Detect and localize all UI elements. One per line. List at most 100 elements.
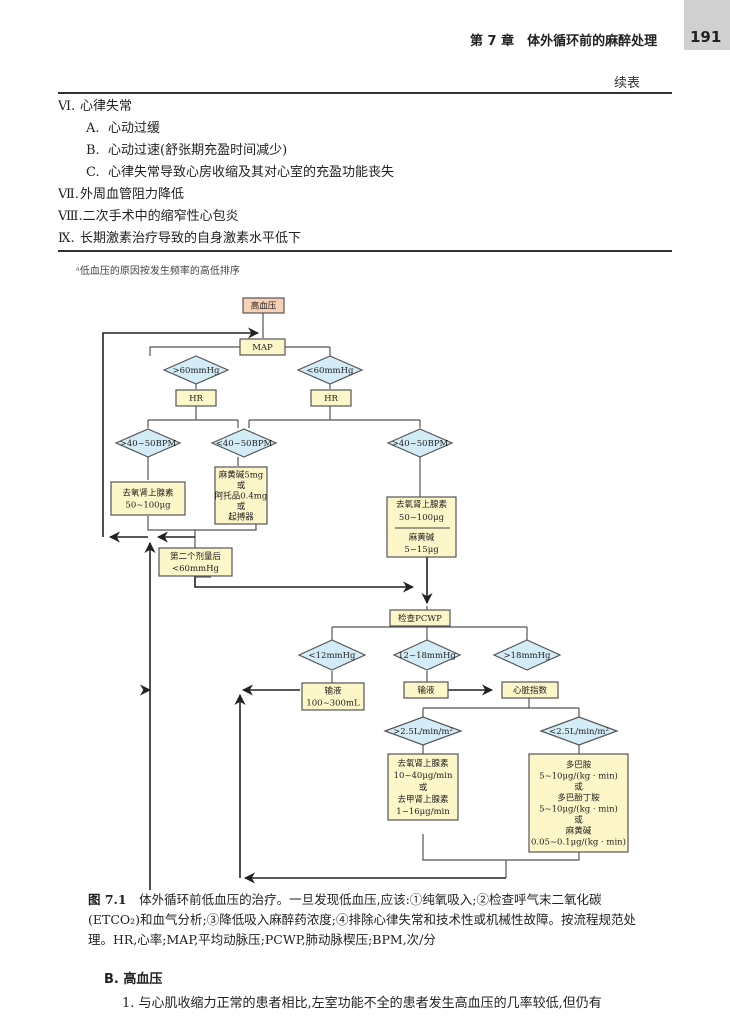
hr-box-right: HR: [310, 389, 352, 407]
fluid-box-low: 输液 100~300mL: [301, 682, 365, 711]
node-label: <60mmHg: [307, 366, 354, 376]
hr-box-left: HR: [175, 389, 217, 407]
node-label: 阿托品0.4mg: [215, 491, 268, 502]
figure-caption: 图 7.1 体外循环前低血压的治疗。一旦发现低血压,应该:①纯氧吸入;②检查呼气…: [88, 890, 648, 950]
node-label: <2.5L/min/m²: [549, 727, 609, 737]
node-label: >40~50BPM: [392, 439, 449, 449]
diamond-ci-low: <2.5L/min/m²: [539, 716, 619, 746]
diamond-ci-high: >2.5L/min/m²: [383, 716, 463, 746]
node-label: 去氧肾上腺素: [122, 488, 174, 499]
loop-back-arrow-to-map: [102, 327, 260, 537]
page-number-tab: [684, 0, 730, 50]
node-label: 或: [574, 815, 583, 826]
check-pcwp-box: 检查PCWP: [389, 609, 451, 627]
node-label: >60mmHg: [173, 366, 220, 376]
node-label: 50~100μg: [399, 513, 445, 523]
list-item: Ⅶ.外周血管阻力降低: [58, 184, 672, 206]
list-item-text: 外周血管阻力降低: [80, 187, 185, 202]
node-label: HR: [189, 394, 203, 404]
table-continued-label: 续表: [614, 76, 641, 91]
node-label: 1~16μg/min: [396, 807, 450, 817]
hypotension-cause-list: Ⅵ.心律失常 A. 心动过缓 B.心动过速(舒张期充盈时间减少) C. 心律失常导致心房收…: [58, 96, 672, 250]
page-number: 191: [690, 28, 722, 46]
node-label: 第二个剂量后: [170, 551, 222, 562]
node-label: 或: [237, 480, 246, 491]
node-label: 5~10μg/(kg · min): [539, 771, 618, 782]
node-label: >18mmHg: [504, 651, 551, 661]
diamond-pcwp-low: <12mmHg: [297, 639, 367, 671]
body-paragraph: 1. 与心肌收缩力正常的患者相比,左室功能不全的患者发生高血压的几率较低,但仍有: [122, 996, 602, 1011]
node-label: 0.05~0.1μg/(kg · min): [531, 837, 626, 848]
section-heading-hypertension: B. 高血压: [104, 972, 163, 987]
node-label: 心脏指数: [513, 685, 548, 696]
node-label: <40~50BPM: [216, 439, 273, 449]
node-label: 50~100μg: [125, 501, 171, 511]
diamond-map-high: >60mmHg: [162, 355, 230, 385]
table-top-rule: [58, 92, 672, 94]
second-dose-box: 第二个剂量后 <60mmHg: [158, 547, 233, 577]
list-item-number: Ⅶ.: [58, 187, 79, 202]
list-item-text: 心律失常: [80, 99, 133, 114]
node-label: 起搏器: [228, 512, 254, 523]
node-label: 5~10μg/(kg · min): [539, 804, 618, 815]
figure-label: 图 7.1: [88, 892, 127, 907]
node-label: 高血压: [251, 301, 277, 312]
node-label: 去甲肾上腺素: [397, 794, 449, 805]
node-label: HR: [324, 394, 338, 404]
node-label: 检查PCWP: [398, 613, 442, 624]
list-item-text: 二次手术中的缩窄性心包炎: [82, 209, 239, 224]
node-label: 或: [574, 782, 583, 793]
list-item: Ⅷ.二次手术中的缩窄性心包炎: [58, 206, 672, 228]
connector-line: [147, 516, 257, 531]
cardiac-index-box: 心脏指数: [501, 681, 559, 699]
node-label: 100~300mL: [306, 699, 360, 709]
node-label: 12~18mmHg: [398, 651, 456, 661]
node-label: 麻黄碱: [566, 826, 592, 837]
map-box: MAP: [239, 338, 286, 356]
norepinephrine-ephedrine-box: 去氧肾上腺素 50~100μg 麻黄碱 5~15μg: [386, 496, 457, 558]
connector-line: [422, 834, 580, 861]
table-footnote: ᵃ低血压的原因按发生频率的高低排序: [76, 266, 240, 277]
node-label: 麻黄碱5mg: [219, 470, 264, 481]
diamond-pcwp-mid: 12~18mmHg: [392, 639, 462, 671]
fluid-box-mid: 输液: [403, 681, 449, 699]
node-label: 麻黄碱: [409, 532, 435, 543]
node-label: 去氧肾上腺素: [396, 499, 448, 510]
list-item-text: 心动过缓: [108, 121, 161, 136]
list-item: B.心动过速(舒张期充盈时间减少): [58, 140, 672, 162]
list-item-number: Ⅸ.: [58, 231, 75, 246]
list-item-text: 长期激素治疗导致的自身激素水平低下: [80, 231, 302, 246]
list-item-number: B.: [86, 143, 100, 158]
diamond-bpm-gt-right: >40~50BPM: [386, 428, 454, 458]
diamond-bpm-gt-left: >40~50BPM: [114, 428, 182, 458]
list-item-number: Ⅷ.: [58, 209, 83, 224]
list-item-text: 心律失常导致心房收缩及其对心室的充盈功能丧失: [108, 165, 395, 180]
chapter-header: 第 7 章 体外循环前的麻醉处理: [470, 34, 658, 49]
node-label: 输液: [324, 686, 342, 697]
node-label: 多巴酚丁胺: [557, 793, 600, 804]
table-bottom-rule: [58, 250, 672, 252]
node-label: 或: [237, 501, 246, 512]
node-label: 去氧肾上腺素: [397, 758, 449, 769]
node-label: MAP: [252, 343, 273, 353]
list-item: A. 心动过缓: [58, 118, 672, 140]
figure-caption-text: 体外循环前低血压的治疗。一旦发现低血压,应该:①纯氧吸入;②检查呼气末二氧化碳(…: [88, 892, 636, 947]
node-label: 5~15μg: [404, 545, 439, 555]
node-label: >2.5L/min/m²: [393, 727, 453, 737]
diamond-bpm-lt: <40~50BPM: [210, 428, 278, 458]
list-item: Ⅸ. 长期激素治疗导致的自身激素水平低下: [58, 228, 672, 250]
list-item: C. 心律失常导致心房收缩及其对心室的充盈功能丧失: [58, 162, 672, 184]
diamond-map-low: <60mmHg: [296, 355, 364, 385]
connector-line: [149, 346, 196, 356]
list-item: Ⅵ.心律失常: [58, 96, 672, 118]
start-box-hypotension: 高血压: [242, 297, 285, 314]
list-item-number: A.: [86, 121, 100, 136]
node-label: <60mmHg: [172, 564, 219, 574]
node-label: 输液: [417, 685, 435, 696]
list-item-number: C.: [86, 165, 100, 180]
node-label: 10~40μg/min: [394, 771, 453, 781]
node-label: <12mmHg: [309, 651, 356, 661]
